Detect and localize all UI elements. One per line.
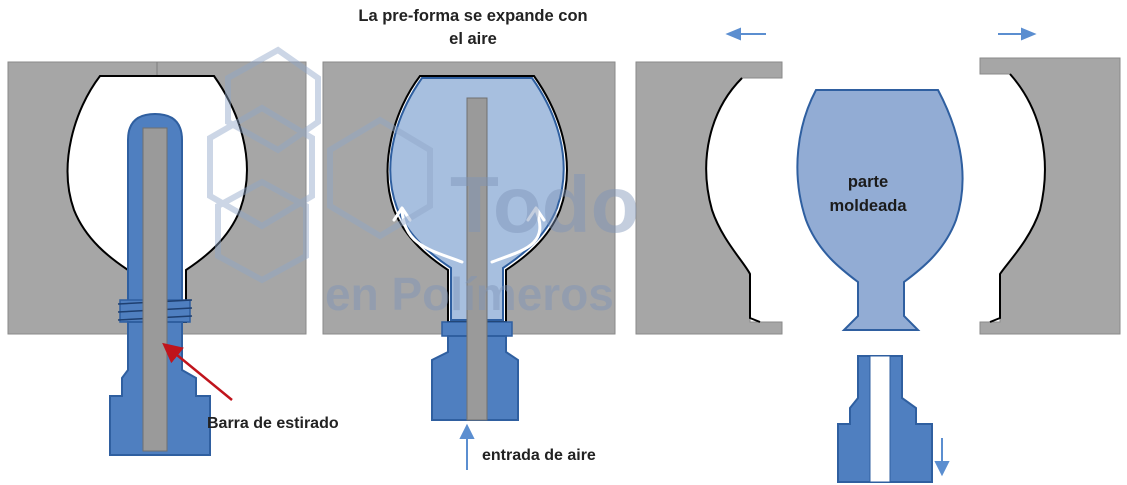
curved-arrow-icon: [490, 208, 542, 264]
curved-arrow-icon: [400, 208, 464, 264]
hexagon-icon: [225, 46, 321, 154]
stage3-group: [635, 27, 1121, 483]
watermark-line1: Todo: [450, 160, 640, 249]
air-flow-arrows: [392, 206, 546, 264]
stretch-rod: [142, 127, 168, 452]
arrow-down-icon: [934, 438, 950, 477]
watermark-line2: en Polímeros: [325, 268, 614, 320]
stage2-title-line1: La pre-forma se expande con: [358, 7, 588, 25]
curved-arrow-icon: [392, 206, 412, 222]
stage2-group: [322, 61, 616, 470]
stretch-rod-stage2: [466, 97, 488, 421]
molded-part-label: parte moldeada: [808, 170, 928, 218]
air-inlet-label: entrada de aire: [482, 447, 596, 464]
stage2-title: La pre-forma se expande con el aire: [333, 5, 613, 51]
hexagon-icon: [207, 104, 315, 230]
stretch-rod-pointer-arrow: [162, 342, 233, 401]
ejector-channel: [869, 355, 891, 483]
watermark-logo: Todo en Polímeros: [207, 46, 640, 320]
hexagon-icon: [327, 116, 433, 240]
hexagon-icon: [215, 178, 309, 284]
arrow-left-icon: [725, 27, 766, 41]
molded-part: [796, 89, 964, 331]
arrow-right-icon: [998, 27, 1037, 41]
molded-part-label-line1: parte: [847, 173, 889, 191]
arrow-up-icon: [459, 423, 475, 470]
stage1-group: [7, 61, 307, 456]
curved-arrow-icon: [526, 206, 546, 222]
stage2-title-line2: el aire: [449, 30, 497, 48]
mold-half-left-cavity-edge: [705, 77, 761, 323]
mold-half-right-cavity-edge: [989, 73, 1046, 323]
stretch-rod-label: Barra de estirado: [207, 415, 339, 432]
molded-part-label-line2: moldeada: [829, 197, 907, 215]
